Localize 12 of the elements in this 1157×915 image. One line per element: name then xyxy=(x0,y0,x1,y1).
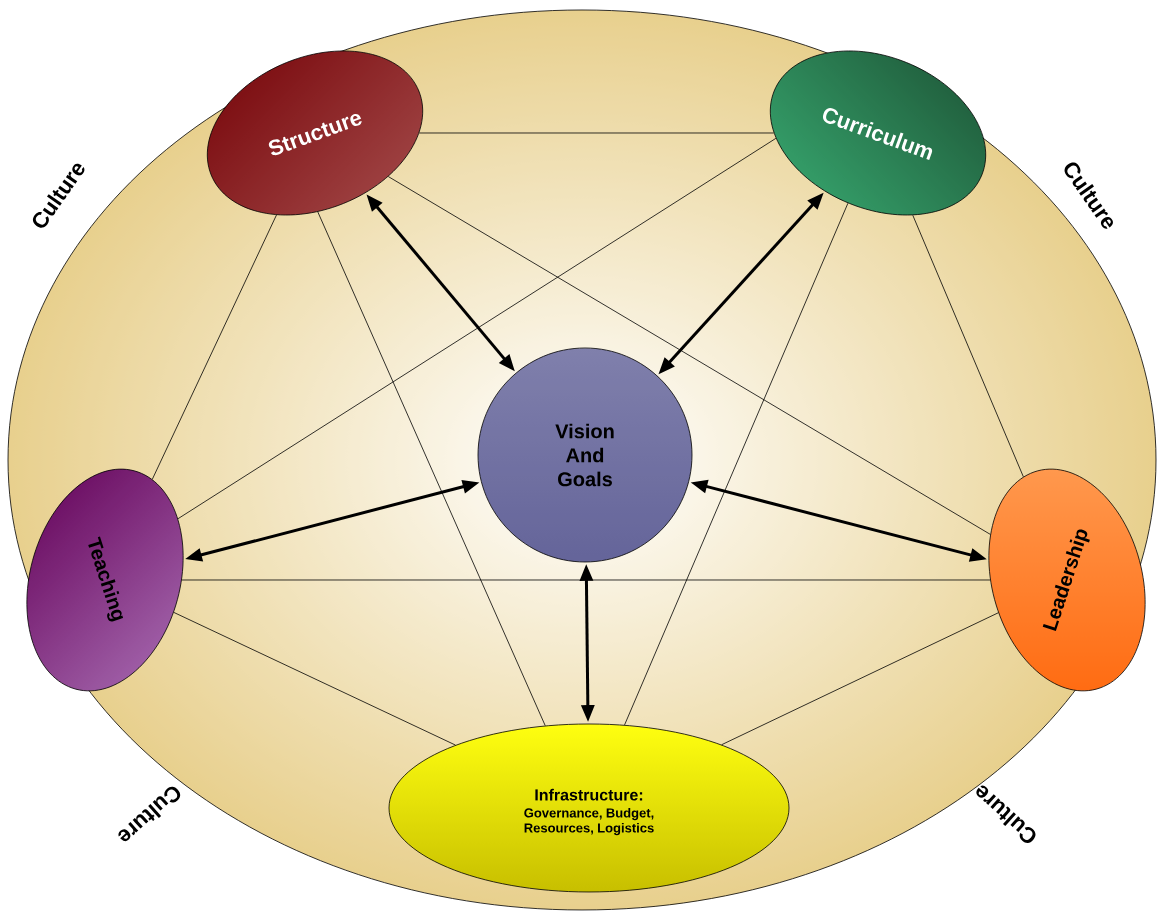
connector-line xyxy=(317,211,546,727)
connector-line xyxy=(418,132,775,134)
node-label: Vision And Goals xyxy=(555,423,614,487)
connector-line xyxy=(624,202,849,726)
connector-line xyxy=(173,612,456,746)
connector-line xyxy=(721,612,999,746)
connector-line xyxy=(151,214,277,480)
node-label: Infrastructure: Governance, Budget, Resources, Logistics xyxy=(524,788,654,836)
connector-line xyxy=(177,137,777,520)
connector-line xyxy=(387,176,991,535)
connector-line xyxy=(181,579,991,581)
connector-line xyxy=(912,214,1024,478)
